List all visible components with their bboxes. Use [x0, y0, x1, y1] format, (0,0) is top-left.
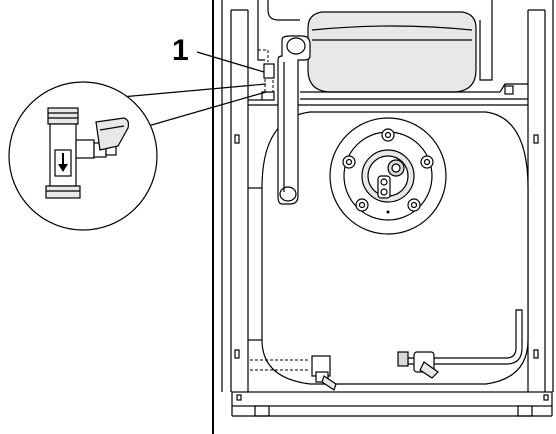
bottom-drain-right: [397, 309, 523, 379]
callout-1: 1: [172, 34, 265, 73]
inspection-flange: [329, 117, 447, 235]
base-plinth: [231, 391, 553, 417]
callout-number: 1: [172, 34, 189, 67]
bottom-drain-left: [250, 355, 337, 391]
flange-bolts: [342, 128, 434, 212]
arrow-down-icon: [58, 153, 68, 172]
leader-line: [196, 51, 265, 73]
flow-pipe: [277, 35, 311, 205]
drain-valve-location: [258, 49, 275, 101]
detail-view: [8, 81, 158, 231]
